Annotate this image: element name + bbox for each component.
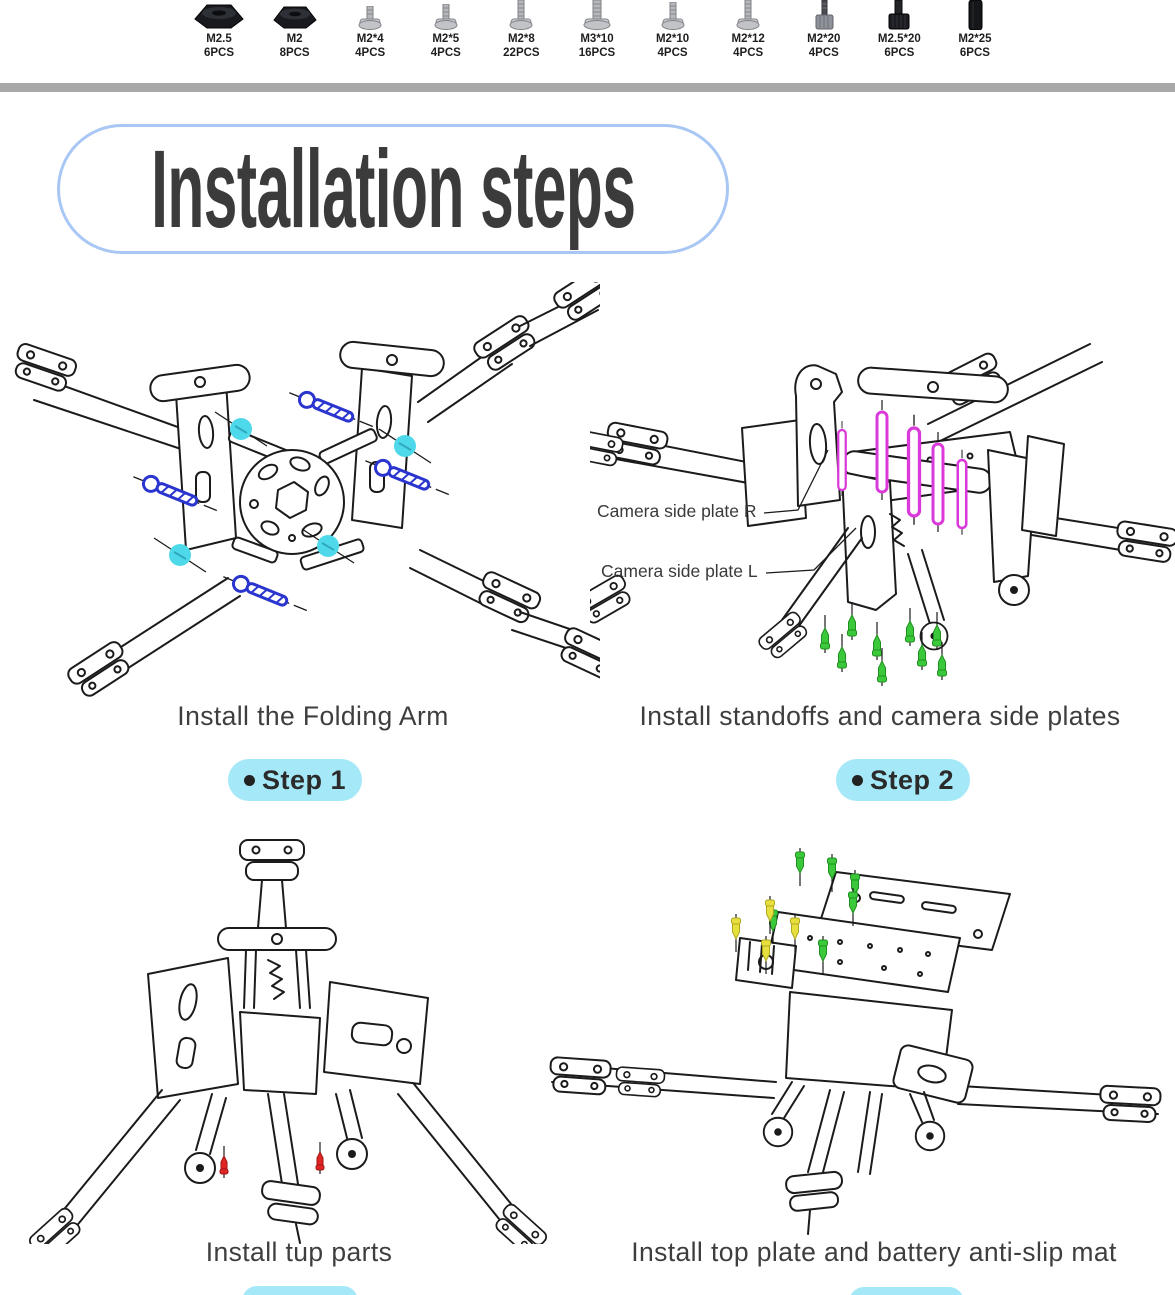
hw-size: M2*20	[807, 33, 841, 45]
green-screw-icon	[836, 633, 848, 673]
pan-screw-icon	[506, 0, 536, 30]
title-pill: Installation steps	[57, 124, 729, 254]
step2-illustration	[590, 343, 1175, 687]
magenta-standoff-icon	[956, 448, 968, 540]
magenta-standoff-icon	[906, 413, 922, 531]
divider-bar	[0, 83, 1175, 92]
step-badge-label: Step 1	[262, 764, 347, 795]
green-screw-icon	[846, 601, 858, 641]
hw-qty: 22PCS	[503, 46, 540, 59]
hw-qty: 4PCS	[808, 46, 839, 59]
hex-nut-icon	[192, 0, 246, 30]
red-screw-icon	[219, 1145, 229, 1179]
green-screw-icon	[931, 611, 943, 651]
leader-line-r	[763, 449, 829, 514]
hw-qty: 4PCS	[657, 46, 688, 59]
hw-size: M2*10	[655, 33, 690, 45]
hw-size: M3*10	[580, 33, 614, 45]
socket-screw-icon	[809, 0, 839, 30]
step2-caption: Install standoffs and camera side plates	[639, 701, 1121, 731]
pan-screw-icon	[658, 0, 688, 30]
pan-screw-icon	[355, 0, 385, 30]
hw-qty: 16PCS	[578, 46, 616, 59]
hw-qty: 6PCS	[959, 46, 990, 59]
hw-size: M2*4	[356, 33, 384, 45]
step-badge-bullet	[244, 774, 255, 786]
step1-badge: Step 1	[228, 759, 363, 801]
annotation-camera-side-plate-r: Camera side plate R	[597, 501, 757, 521]
step-badge-bullet	[852, 774, 863, 786]
pan-screw-icon	[733, 0, 763, 30]
green-screw-icon	[871, 621, 883, 661]
pan-screw-icon	[581, 0, 613, 30]
hw-size: M2*5	[432, 33, 460, 45]
cap-screw-icon	[883, 0, 915, 30]
green-screw-icon	[794, 847, 806, 887]
hw-size: M2.5	[206, 33, 232, 45]
step3-badge-cut	[242, 1286, 358, 1295]
step3-illustration	[26, 839, 550, 1244]
step2-badge: Step 2	[836, 759, 971, 801]
hw-qty: 8PCS	[279, 46, 310, 59]
hex-nut-icon	[271, 0, 319, 30]
hw-size: M2.5*20	[877, 33, 921, 45]
green-screw-icon	[904, 607, 916, 647]
step1-caption: Install the Folding Arm	[177, 701, 449, 731]
green-screw-icon	[819, 614, 831, 654]
pan-screw-icon	[431, 0, 461, 30]
magenta-standoff-icon	[931, 430, 945, 538]
step4-badge-cut	[849, 1287, 964, 1295]
annotation-camera-side-plate-l: Camera side plate L	[601, 561, 758, 581]
hw-qty: 4PCS	[430, 46, 461, 59]
blue-screw-icon	[219, 568, 313, 620]
hw-size: M2*8	[507, 33, 535, 45]
magenta-standoff-icon	[875, 398, 889, 506]
step4-illustration	[547, 847, 1162, 1235]
hw-qty: 6PCS	[203, 46, 235, 59]
hw-size: M2*25	[958, 33, 992, 45]
red-screw-icon	[315, 1141, 325, 1175]
hw-qty: 6PCS	[884, 46, 915, 59]
hw-size: M2	[286, 33, 303, 45]
step-badge-label: Step 2	[870, 764, 955, 795]
page-title: Installation steps	[150, 127, 636, 251]
hw-size: M2*12	[731, 33, 765, 45]
leader-line-l	[765, 527, 857, 574]
step1-illustration	[9, 282, 600, 700]
step3-caption: Install tup parts	[205, 1237, 393, 1267]
hw-qty: 4PCS	[355, 46, 386, 59]
magenta-standoff-icon	[837, 419, 847, 501]
hw-qty: 4PCS	[733, 46, 764, 59]
standoff-icon	[962, 0, 988, 30]
step4-caption: Install top plate and battery anti-slip …	[631, 1237, 1117, 1267]
